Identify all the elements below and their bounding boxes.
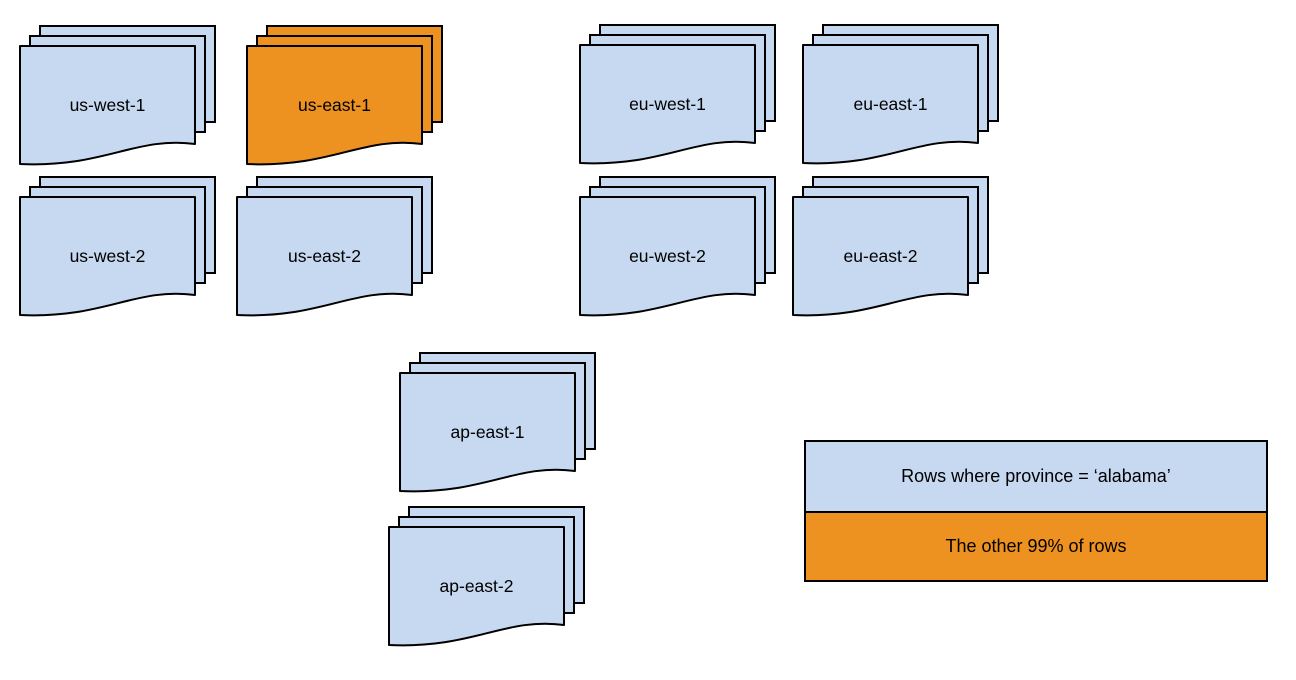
document-sheet-front — [579, 196, 756, 317]
document-stack-ap-east-1 — [399, 352, 596, 493]
document-stack-ap-east-2 — [388, 506, 585, 647]
legend-row-blue: Rows where province = ‘alabama’ — [804, 440, 1268, 513]
document-sheet-front — [792, 196, 969, 317]
document-sheet-front — [236, 196, 413, 317]
document-sheet-front — [579, 44, 756, 165]
document-stack-us-west-2 — [19, 176, 216, 317]
document-stack-us-east-1 — [246, 25, 443, 166]
document-sheet-front — [19, 196, 196, 317]
legend-row-orange: The other 99% of rows — [804, 511, 1268, 582]
document-stack-eu-east-2 — [792, 176, 989, 317]
document-sheet-front — [246, 45, 423, 166]
legend: Rows where province = ‘alabama’ The othe… — [804, 440, 1268, 582]
document-stack-us-east-2 — [236, 176, 433, 317]
document-stack-eu-east-1 — [802, 24, 999, 165]
document-stack-us-west-1 — [19, 25, 216, 166]
document-stack-eu-west-1 — [579, 24, 776, 165]
document-sheet-front — [19, 45, 196, 166]
legend-label-orange: The other 99% of rows — [945, 536, 1127, 556]
legend-label-blue: Rows where province = ‘alabama’ — [901, 466, 1171, 486]
document-sheet-front — [388, 526, 565, 647]
document-sheet-front — [399, 372, 576, 493]
document-sheet-front — [802, 44, 979, 165]
document-stack-eu-west-2 — [579, 176, 776, 317]
